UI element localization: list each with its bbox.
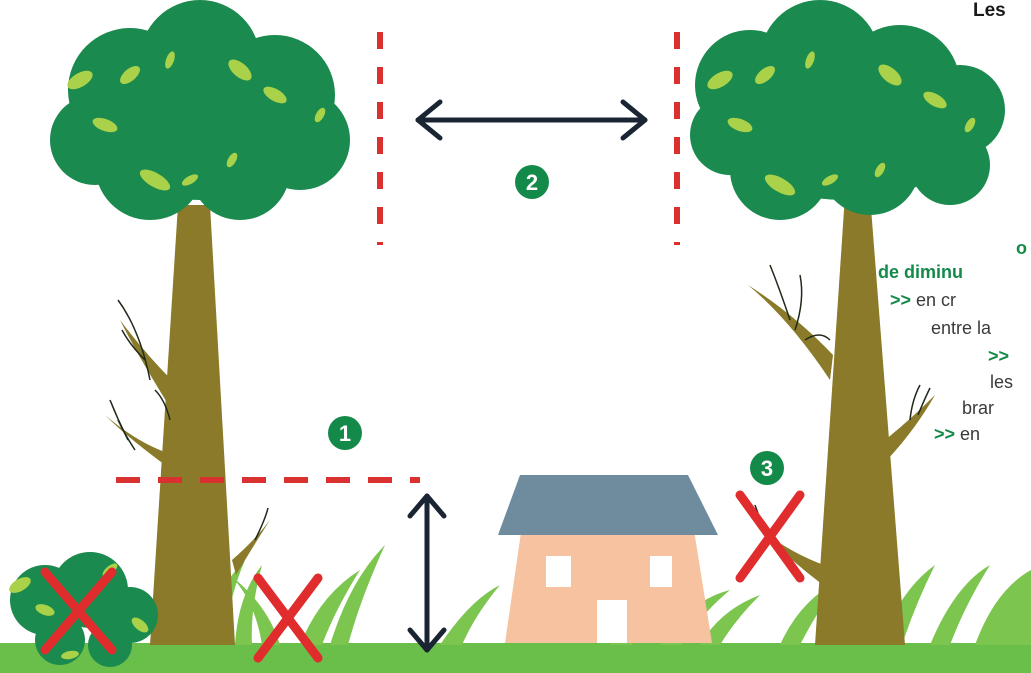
- house-door: [597, 600, 627, 643]
- horizontal-double-arrow: [418, 102, 645, 138]
- text-line-6: les: [990, 372, 1013, 393]
- badge-3-label: 3: [761, 456, 773, 481]
- house-window-left: [546, 556, 571, 587]
- text-line-3-content: en cr: [911, 290, 956, 310]
- left-tree-trunk: [150, 205, 235, 645]
- text-line-4-content: entre la: [931, 318, 991, 338]
- badge-2-label: 2: [526, 170, 538, 195]
- text-line-7: brar: [962, 398, 994, 419]
- text-line-7-content: brar: [962, 398, 994, 418]
- right-tree-canopy: [690, 0, 1005, 220]
- text-line-3: >> en cr: [890, 290, 956, 311]
- house-roof: [498, 475, 718, 535]
- ground-strip: [0, 643, 1031, 673]
- house-window-right: [650, 556, 672, 587]
- text-line-1: o: [1016, 238, 1027, 259]
- left-tree-canopy: [50, 0, 350, 220]
- text-line-8-content: en: [955, 424, 980, 444]
- text-line-2: de diminu: [878, 262, 963, 283]
- text-line-5-arrow: >>: [988, 346, 1009, 366]
- text-line-5: >>: [988, 346, 1009, 367]
- badge-1-label: 1: [339, 421, 351, 446]
- vertical-double-arrow: [410, 496, 444, 650]
- text-line-6-content: les: [990, 372, 1013, 392]
- cross-mark-right-branch: [740, 495, 800, 578]
- text-line-8-arrow: >>: [934, 424, 955, 444]
- text-line-3-arrow: >>: [890, 290, 911, 310]
- page-title: Les: [973, 0, 1006, 22]
- text-line-8: >> en: [934, 424, 980, 445]
- text-line-1-content: o: [1016, 238, 1027, 258]
- text-line-2-content: de diminu: [878, 262, 963, 282]
- text-line-4: entre la: [931, 318, 991, 339]
